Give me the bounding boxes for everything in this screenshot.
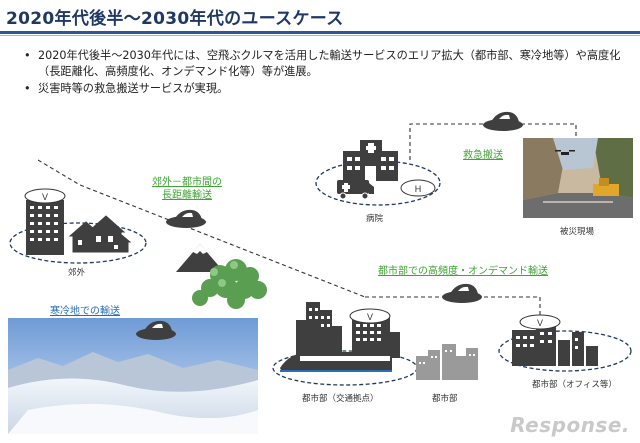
- urban-hub-vertiport-marker: V: [367, 312, 373, 322]
- bullet-item: • 災害時等の救急搬送サービスが実現。: [22, 81, 632, 97]
- bullet-marker: •: [24, 49, 31, 62]
- disaster-site-photo: [523, 138, 633, 218]
- office-buildings: [512, 322, 598, 366]
- bullet-marker: •: [24, 82, 31, 95]
- urban-mid-windows: [419, 350, 475, 364]
- mountain: [176, 244, 224, 272]
- title-underline-thin: [0, 35, 640, 36]
- bullet-text: 2020年代後半～2030年代には、空飛ぶクルマを活用した輸送サービスのエリア拡…: [38, 49, 621, 78]
- heliport-pad: [400, 179, 436, 197]
- label-urban-office: 都市部（オフィス等）: [532, 380, 617, 390]
- forest: [192, 259, 267, 309]
- label-disaster-site: 被災現場: [560, 227, 595, 237]
- page-title: 2020年代後半～2030年代のユースケース: [6, 9, 344, 29]
- label-long-distance-transport: 郊外－都市間の 長距離輸送: [152, 177, 222, 201]
- response-logo: Response.: [510, 413, 630, 437]
- flying-car-urban: [442, 283, 482, 303]
- hospital-building: [343, 140, 398, 181]
- suburb-area-ellipse: [9, 222, 147, 264]
- office-vertiport-marker: V: [537, 318, 543, 328]
- label-hospital: 病院: [366, 214, 384, 224]
- forest-light: [210, 261, 238, 287]
- route-suburb-to-urban: [37, 159, 366, 298]
- bullet-train: [280, 352, 392, 372]
- drone-icon: [555, 150, 575, 155]
- flying-car-long-distance: [166, 209, 206, 228]
- label-urban-on-demand-transport: 都市部での高頻度・オンデマンド輸送: [378, 266, 548, 277]
- ambulance: [337, 180, 374, 200]
- title-underline: [0, 31, 640, 34]
- bullet-item: • 2020年代後半～2030年代には、空飛ぶクルマを活用した輸送サービスのエリ…: [22, 48, 632, 80]
- bullet-text: 災害時等の救急搬送サービスが実現。: [38, 82, 229, 95]
- suburb-houses: [68, 215, 132, 253]
- bullet-list: • 2020年代後半～2030年代には、空飛ぶクルマを活用した輸送サービスのエリ…: [22, 48, 632, 98]
- flying-car-cold: [136, 320, 176, 340]
- label-cold-region-transport: 寒冷地での輸送: [50, 306, 120, 317]
- office-windows: [516, 332, 578, 349]
- route-urban-to-office: [365, 296, 541, 318]
- suburb-vertiport-marker: V: [42, 192, 48, 202]
- cold-region-photo: [8, 318, 258, 434]
- house-windows: [78, 236, 118, 249]
- office-area-ellipse: [498, 330, 632, 372]
- urban-hub-vertiport-pad: [349, 308, 391, 324]
- urban-mid-buildings: [416, 344, 478, 380]
- urban-hub-windows: [309, 308, 381, 341]
- label-urban: 都市部: [432, 394, 458, 404]
- heliport-marker: H: [415, 184, 422, 194]
- suburb-vertiport-tower: [24, 188, 66, 255]
- flying-car-emergency: [483, 111, 523, 131]
- label-urban-hub: 都市部（交通拠点）: [302, 394, 379, 404]
- office-vertiport-pad: [519, 314, 561, 330]
- label-suburb: 郊外: [68, 268, 86, 278]
- label-emergency-transport: 救急搬送: [463, 150, 503, 161]
